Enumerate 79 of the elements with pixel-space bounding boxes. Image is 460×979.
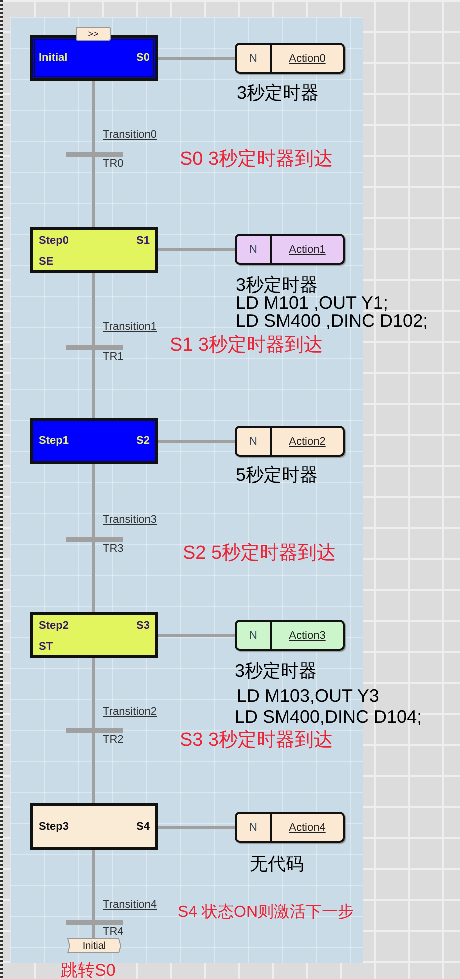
transition-name: Transition4 (103, 899, 158, 911)
connector-line (92, 350, 96, 418)
step-id: S1 (136, 235, 150, 247)
action-name: Action3 (289, 630, 326, 642)
transition-bar (66, 728, 123, 733)
step-name: Step1 (39, 435, 69, 447)
transition-name: Transition3 (103, 514, 158, 526)
connector-line (92, 850, 96, 920)
transition-name: Transition2 (103, 706, 158, 718)
connector-line (92, 733, 96, 803)
action-qualifier: N (237, 45, 272, 72)
connector-line (158, 826, 235, 829)
code-line: LD M103,OUT Y3 (237, 688, 380, 705)
connector-line (92, 542, 96, 612)
connector-line (158, 248, 235, 251)
code-line: LD SM400,DINC D104; (235, 709, 422, 726)
action-qualifier: N (237, 814, 272, 841)
connector-line (92, 925, 96, 938)
action-note: 5秒定时器 (236, 467, 318, 484)
jump-marker: Initial (67, 938, 122, 954)
action-box (235, 234, 345, 265)
connector-line (158, 634, 235, 637)
transition-id: TR0 (103, 158, 124, 170)
connector-line (158, 57, 235, 60)
step-box (30, 35, 158, 81)
step-name: Step0 (39, 235, 69, 247)
jump-note: 跳转S0 (61, 960, 116, 979)
action-name: Action4 (289, 822, 326, 834)
connector-line (158, 440, 235, 443)
connector-line (92, 658, 96, 728)
condition-note: S1 3秒定时器到达 (170, 334, 324, 358)
connector-line (92, 157, 96, 227)
transition-name: Transition0 (103, 129, 158, 141)
step-id: S2 (136, 435, 150, 447)
step-name: Step3 (39, 820, 69, 832)
step-id: S4 (136, 820, 150, 832)
connector-line (92, 81, 96, 152)
step-tag: >> (76, 27, 111, 41)
action-qualifier: N (237, 428, 272, 455)
action-name: Action2 (289, 436, 326, 448)
connector-line (92, 273, 96, 345)
condition-note: S4 状态ON则激活下一步 (178, 902, 354, 923)
condition-note: S2 5秒定时器到达 (183, 542, 336, 566)
action-name: Action1 (289, 244, 326, 256)
transition-bar (66, 920, 123, 925)
action-note: 3秒定时器 (236, 277, 318, 294)
transition-id: TR1 (103, 351, 124, 363)
transition-name: Transition1 (103, 321, 158, 333)
step-box (30, 803, 158, 850)
transition-id: TR3 (103, 543, 124, 555)
transition-id: TR2 (103, 734, 124, 746)
action-box (235, 620, 345, 651)
step-note: ST (39, 641, 54, 653)
action-note: 无代码 (250, 856, 304, 873)
action-box (235, 43, 345, 74)
step-id: S0 (136, 52, 150, 64)
action-note: 3秒定时器 (235, 663, 318, 680)
step-box (30, 418, 158, 464)
transition-id: TR4 (103, 926, 124, 938)
step-box (30, 612, 158, 658)
action-qualifier: N (237, 236, 272, 263)
transition-bar (66, 152, 123, 157)
step-name: Step2 (39, 620, 69, 632)
step-note: SE (39, 256, 54, 268)
action-note: 3秒定时器 (237, 85, 320, 102)
step-box (30, 227, 158, 273)
connector-line (92, 464, 96, 537)
code-line: LD M101 ,OUT Y1; (236, 295, 388, 312)
action-name: Action0 (289, 52, 326, 64)
condition-note: S0 3秒定时器到达 (180, 148, 334, 172)
code-line: LD SM400 ,DINC D102; (236, 313, 428, 330)
action-qualifier: N (237, 622, 272, 649)
transition-bar (66, 345, 123, 350)
step-id: S3 (136, 620, 150, 632)
step-name: Initial (39, 52, 68, 64)
action-box (235, 426, 345, 457)
action-box (235, 812, 345, 843)
transition-bar (66, 537, 123, 542)
condition-note: S3 3秒定时器到达 (180, 729, 334, 753)
